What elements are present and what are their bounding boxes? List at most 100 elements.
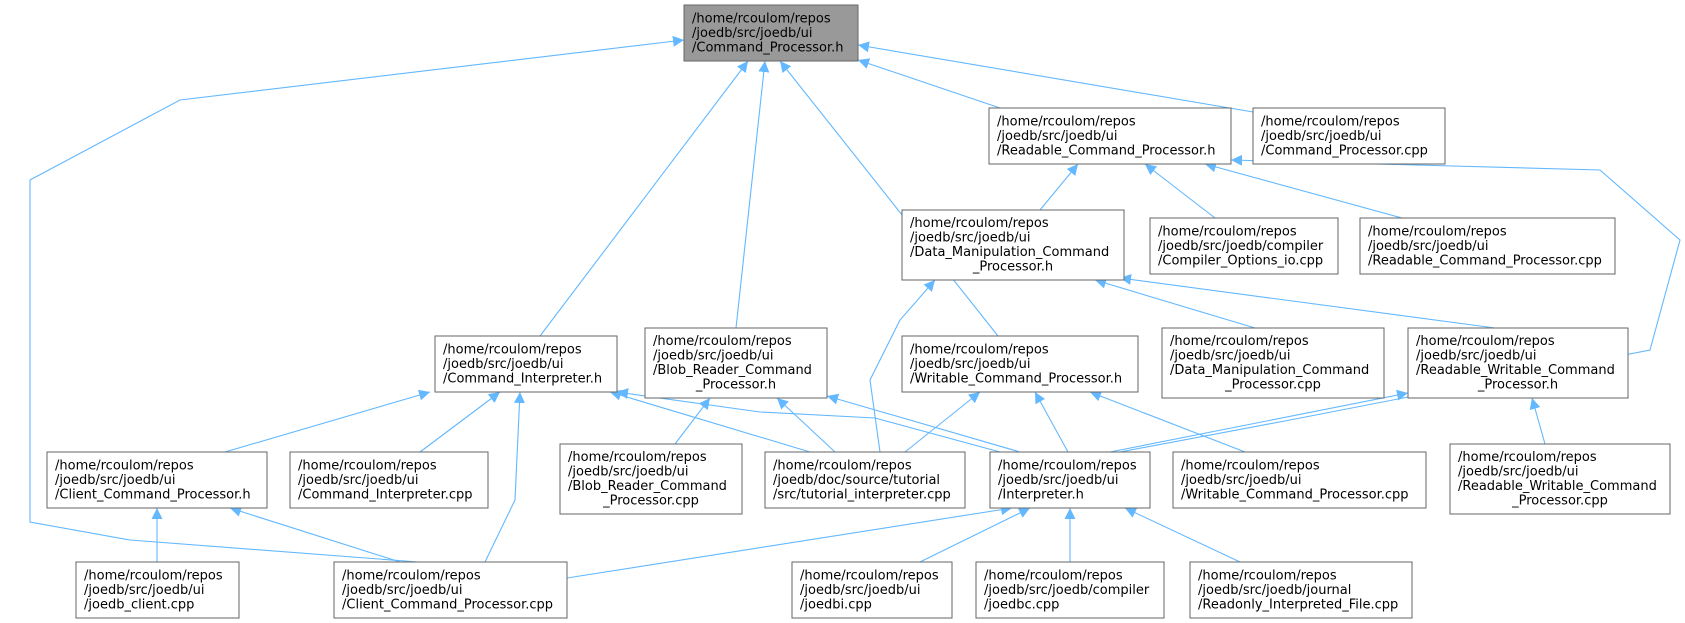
node-label-line: /home/rcoulom/repos [84,568,223,583]
edge-tutorial_interpreter_cpp-includes-command_interpreter_h [609,389,811,453]
node-label-line: /home/rcoulom/repos [1368,224,1507,239]
node-box [901,335,1139,393]
node-box [1449,443,1671,515]
node-box [683,4,859,62]
node-label-line: /home/rcoulom/repos [1170,334,1309,349]
node-label-line: /Readonly_Interpreted_File.cpp [1198,597,1398,612]
node-tutorial-interpreter-cpp[interactable]: /home/rcoulom/repos/joedb/doc/source/tut… [764,451,966,509]
node-box [1161,327,1385,399]
edge-readable_command_processor_cpp-includes-readable_command_processor_h [1204,161,1403,219]
node-command-processor-h[interactable]: /home/rcoulom/repos/joedb/src/joedb/ui/C… [683,4,859,62]
node-blob-reader-command-processor-cpp[interactable]: /home/rcoulom/repos/joedb/src/joedb/ui/B… [559,443,743,515]
node-label-line: /Command_Processor.cpp [1261,143,1428,158]
node-readable-writable-command-processor-h[interactable]: /home/rcoulom/repos/joedb/src/joedb/ui/R… [1407,327,1629,399]
node-label-line: /home/rcoulom/repos [910,342,1049,357]
node-writable-command-processor-h[interactable]: /home/rcoulom/repos/joedb/src/joedb/ui/W… [901,335,1139,393]
node-box [901,209,1125,281]
node-label-line: _Processor.h [1477,378,1558,393]
node-label-line: /Readable_Writable_Command [1416,363,1615,378]
node-label-line: /Blob_Reader_Command [653,363,812,378]
edge-interpreter_h-includes-readable_command_processor_h [1119,154,1681,453]
node-joedbc-cpp[interactable]: /home/rcoulom/repos/joedb/src/joedb/comp… [975,561,1165,619]
node-compiler-options-io-cpp[interactable]: /home/rcoulom/repos/joedb/src/joedb/comp… [1149,217,1339,275]
edge-joedbi_cpp-includes-interpreter_h [919,507,1031,563]
edge-tutorial_interpreter_cpp-includes-blob_reader_command_processor_h [776,397,836,453]
node-box [988,107,1232,165]
node-command-processor-cpp[interactable]: /home/rcoulom/repos/joedb/src/joedb/ui/C… [1252,107,1446,165]
edge-command_processor_cpp-includes-command_processor_h [857,41,1254,113]
node-readable-writable-command-processor-cpp[interactable]: /home/rcoulom/repos/joedb/src/joedb/ui/R… [1449,443,1671,515]
node-label-line: /joedb/src/joedb/ui [443,357,564,372]
node-client-command-processor-cpp[interactable]: /home/rcoulom/repos/joedb/src/joedb/ui/C… [333,561,568,619]
edge-command_interpreter_h-includes-command_processor_h [539,60,749,337]
node-label-line: /joedb/src/joedb/compiler [984,583,1150,598]
node-label-line: /joedb/src/joedb/journal [1198,583,1351,598]
node-label-line: /Client_Command_Processor.h [55,487,251,502]
node-label-line: /joedb/src/joedb/ui [55,473,176,488]
edge-data_manipulation_command_processor_h-includes-readable_command_processor_h [1039,163,1079,211]
edge-writable_command_processor_cpp-includes-writable_command_processor_h [1089,390,1246,453]
node-label-line: /joedb/src/joedb/ui [298,473,419,488]
node-label-line: /home/rcoulom/repos [997,114,1136,129]
node-label-line: /home/rcoulom/repos [568,450,707,465]
node-interpreter-h[interactable]: /home/rcoulom/repos/joedb/src/joedb/ui/I… [989,451,1151,509]
node-label-line: /Compiler_Options_io.cpp [1158,253,1323,268]
edge-tutorial_interpreter_cpp-includes-data_manipulation_command_processor_h [869,279,936,453]
node-label-line: /home/rcoulom/repos [298,458,437,473]
node-label-line: /joedb/src/joedb/ui [653,349,774,364]
edge-data_manipulation_command_processor_cpp-includes-data_manipulation_command_processor_h [1094,277,1256,329]
node-box [1189,561,1413,619]
node-label-line: /joedbi.cpp [800,597,872,612]
node-blob-reader-command-processor-h[interactable]: /home/rcoulom/repos/joedb/src/joedb/ui/B… [644,327,828,399]
node-label-line: /home/rcoulom/repos [55,458,194,473]
node-readable-command-processor-h[interactable]: /home/rcoulom/repos/joedb/src/joedb/ui/R… [988,107,1232,165]
node-command-interpreter-h[interactable]: /home/rcoulom/repos/joedb/src/joedb/ui/C… [434,335,618,393]
node-label-line: /joedb/src/joedb/ui [800,583,921,598]
edge-interpreter_h-includes-writable_command_processor_h [1034,391,1069,453]
node-box [289,451,489,509]
node-box [791,561,953,619]
node-label-line: /joedb/src/joedb/ui [1458,465,1579,480]
node-box [989,451,1151,509]
node-box [75,561,240,619]
node-box [1149,217,1339,275]
node-label-line: /joedb/src/joedb/ui [568,465,689,480]
node-box [333,561,568,619]
node-label-line: /joedb/src/joedb/ui [997,129,1118,144]
node-data-manipulation-command-processor-cpp[interactable]: /home/rcoulom/repos/joedb/src/joedb/ui/D… [1161,327,1385,399]
edge-client_command_processor_cpp-includes-client_command_processor_h [229,506,401,563]
node-label-line: /home/rcoulom/repos [910,216,1049,231]
node-readonly-interpreted-file-cpp[interactable]: /home/rcoulom/repos/joedb/src/joedb/jour… [1189,561,1413,619]
edge-command_interpreter_cpp-includes-command_interpreter_h [419,391,501,453]
node-label-line: /joedb/src/joedb/ui [1416,349,1537,364]
node-command-interpreter-cpp[interactable]: /home/rcoulom/repos/joedb/src/joedb/ui/C… [289,451,489,509]
node-joedb-client-cpp[interactable]: /home/rcoulom/repos/joedb/src/joedb/ui/j… [75,561,240,619]
node-label-line: /joedb/src/joedb/ui [1368,239,1489,254]
node-label-line: /joedbc.cpp [984,597,1059,612]
node-data-manipulation-command-processor-h[interactable]: /home/rcoulom/repos/joedb/src/joedb/ui/D… [901,209,1125,281]
node-joedbi-cpp[interactable]: /home/rcoulom/repos/joedb/src/joedb/ui/j… [791,561,953,619]
node-writable-command-processor-cpp[interactable]: /home/rcoulom/repos/joedb/src/joedb/ui/W… [1172,451,1427,509]
node-label-line: _Processor.h [972,260,1053,275]
node-label-line: /home/rcoulom/repos [998,458,1137,473]
node-box [434,335,618,393]
node-label-line: /joedb/src/joedb/ui [910,357,1031,372]
node-box [46,451,268,509]
node-box [975,561,1165,619]
edge-readonly_interpreted_file_cpp-includes-interpreter_h [1124,507,1241,563]
edge-readable_writable_command_processor_h-includes-data_manipulation_command_processor_h [1119,274,1496,329]
node-label-line: /home/rcoulom/repos [653,334,792,349]
node-label-line: /joedb/src/joedb/ui [1170,349,1291,364]
node-label-line: _Processor.cpp [1224,378,1321,393]
node-label-line: /home/rcoulom/repos [773,458,912,473]
edge-client_command_processor_cpp-includes-command_processor_h [29,35,685,563]
node-label-line: _Processor.cpp [1511,494,1608,509]
node-label-line: /home/rcoulom/repos [1458,450,1597,465]
node-label-line: /home/rcoulom/repos [1198,568,1337,583]
node-label-line: /home/rcoulom/repos [342,568,481,583]
node-label-line: /Interpreter.h [998,487,1084,502]
node-client-command-processor-h[interactable]: /home/rcoulom/repos/joedb/src/joedb/ui/C… [46,451,268,509]
edge-blob_reader_command_processor_h-includes-command_processor_h [735,60,770,329]
edge-readable_command_processor_h-includes-command_processor_h [857,58,1001,109]
node-readable-command-processor-cpp[interactable]: /home/rcoulom/repos/joedb/src/joedb/ui/R… [1359,217,1616,275]
